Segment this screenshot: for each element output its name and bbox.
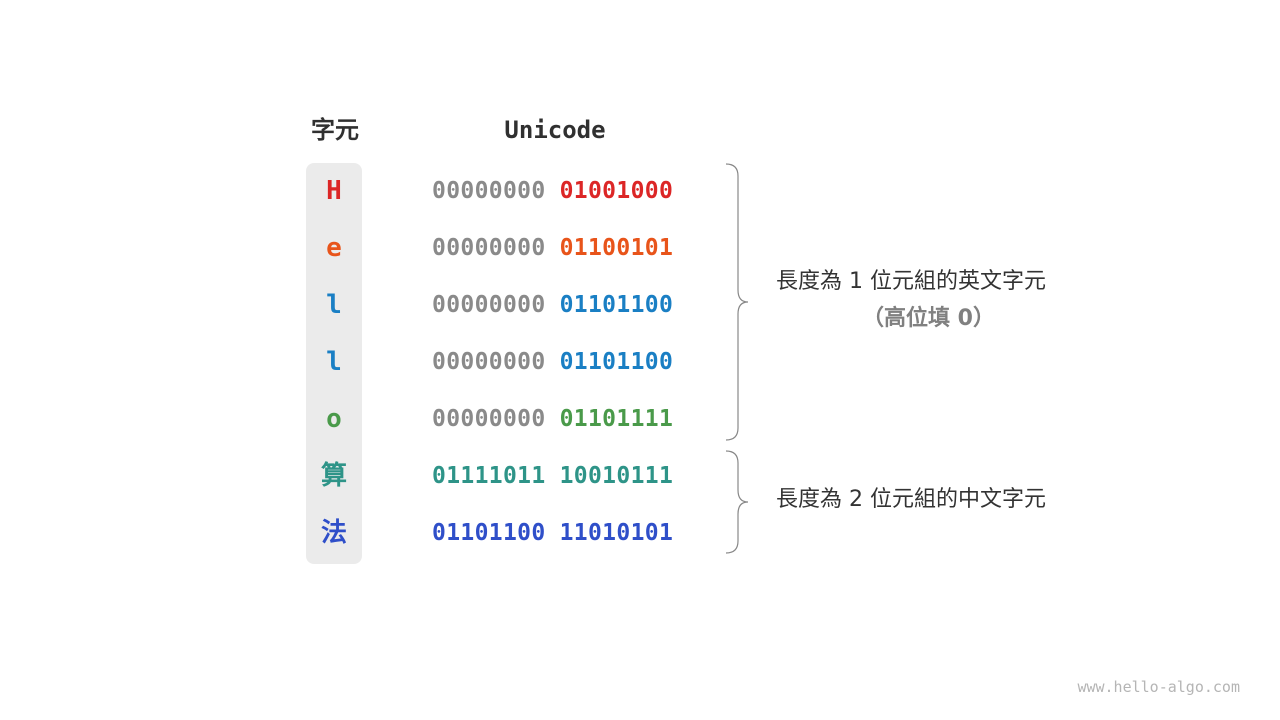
unicode-bits-row: 00000000 01001000 — [432, 175, 692, 207]
english-note-label: （高位填 0） — [862, 306, 995, 331]
high-byte: 01111011 — [432, 463, 546, 489]
high-byte: 00000000 — [432, 349, 546, 375]
high-byte: 00000000 — [432, 406, 546, 432]
high-byte: 01101100 — [432, 520, 546, 546]
brace-group — [725, 163, 749, 554]
high-byte: 00000000 — [432, 235, 546, 261]
unicode-bits-row: 00000000 01101100 — [432, 346, 692, 378]
character-cell: o — [326, 404, 342, 434]
high-byte: 00000000 — [432, 178, 546, 204]
low-byte: 01101100 — [559, 349, 674, 375]
low-byte: 01100101 — [559, 235, 674, 261]
character-cell: H — [326, 176, 342, 206]
low-byte: 01101100 — [559, 292, 674, 318]
chinese-label: 長度為 2 位元組的中文字元 — [776, 487, 1046, 512]
characters-column-background — [306, 163, 362, 564]
low-byte: 01001000 — [559, 178, 674, 204]
character-cell: l — [326, 290, 342, 320]
watermark: www.hello-algo.com — [1077, 678, 1240, 696]
high-byte: 00000000 — [432, 292, 546, 318]
chinese-brace-icon — [725, 450, 749, 554]
unicode-header: Unicode — [504, 116, 606, 144]
unicode-bits-row: 00000000 01101100 — [432, 289, 692, 321]
unicode-bits-row: 00000000 01100101 — [432, 232, 692, 264]
low-byte: 11010101 — [559, 520, 674, 546]
character-cell: 算 — [320, 461, 347, 491]
characters-header: 字元 — [311, 116, 359, 144]
unicode-bits-row: 01101100 11010101 — [432, 517, 692, 549]
character-cell: e — [326, 233, 342, 263]
unicode-bits-row: 00000000 01101111 — [432, 403, 692, 435]
unicode-bits-row: 01111011 10010111 — [432, 460, 692, 492]
english-label: 長度為 1 位元組的英文字元 — [776, 269, 1046, 294]
character-cell: 法 — [320, 518, 347, 548]
low-byte: 10010111 — [559, 463, 674, 489]
low-byte: 01101111 — [559, 406, 674, 432]
english-brace-icon — [725, 163, 749, 441]
character-cell: l — [326, 347, 342, 377]
